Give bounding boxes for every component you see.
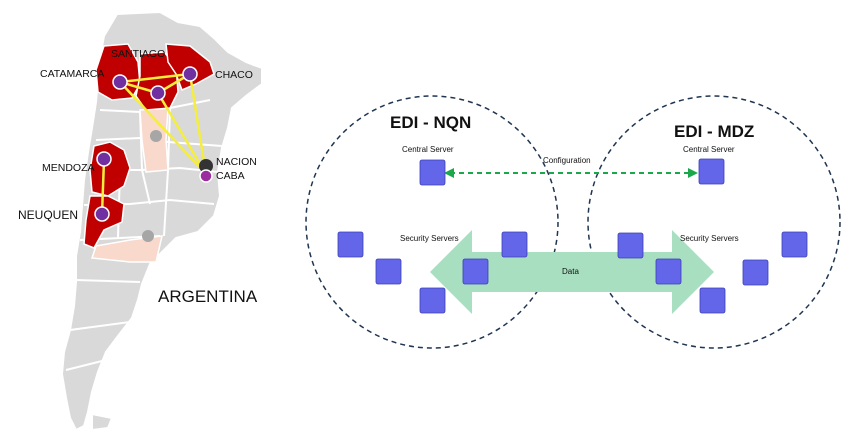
santiago-node (150, 85, 166, 101)
configuration-arrow (444, 168, 698, 178)
security-servers-label-nqn: Security Servers (400, 234, 459, 243)
security-server-nqn (462, 258, 489, 285)
inactive-node (150, 130, 162, 142)
label-catamarca: CATAMARCA (40, 68, 104, 80)
province-catamarca-shape (95, 43, 141, 101)
security-server-nqn (419, 287, 446, 314)
security-server-mdz (655, 258, 682, 285)
security-server-nqn (337, 231, 364, 258)
label-argentina: ARGENTINA (158, 287, 258, 306)
inactive-node (142, 230, 154, 242)
security-server-nqn (501, 231, 528, 258)
label-mendoza: MENDOZA (42, 162, 95, 174)
security-server-nqn (375, 258, 402, 285)
label-neuquen: NEUQUEN (18, 208, 78, 222)
caba-node (199, 169, 213, 183)
configuration-label: Configuration (543, 156, 591, 165)
cluster-mdz-boundary (587, 95, 841, 349)
cluster-nqn-title: EDI - NQN (390, 113, 471, 132)
central-server-nqn (419, 159, 446, 186)
tierra-del-fuego (91, 412, 114, 432)
argentina-map: SANTIAGO CATAMARCA CHACO MENDOZA NEUQUEN… (18, 10, 263, 432)
security-server-mdz (699, 287, 726, 314)
security-servers-label-mdz: Security Servers (680, 234, 739, 243)
label-nacion: NACION (216, 156, 257, 168)
data-arrow (430, 230, 714, 314)
security-server-mdz (742, 259, 769, 286)
mendoza-node (96, 151, 112, 167)
data-label: Data (562, 267, 579, 276)
cluster-nqn-boundary (305, 95, 559, 349)
network-diagram: EDI - NQN EDI - MDZ Central Server Centr… (305, 95, 841, 349)
label-chaco: CHACO (215, 69, 253, 81)
argentina-landmass (60, 10, 263, 432)
central-server-mdz (698, 158, 725, 185)
central-server-label-mdz: Central Server (683, 145, 735, 154)
security-server-mdz (617, 232, 644, 259)
central-server-label-nqn: Central Server (402, 145, 454, 154)
la-pampa-region (90, 235, 163, 263)
label-santiago: SANTIAGO (111, 48, 165, 60)
security-server-mdz (781, 231, 808, 258)
province-neuquen-shape (83, 195, 125, 249)
catamarca-node (112, 74, 128, 90)
chaco-node (182, 66, 198, 82)
label-caba: CABA (216, 170, 245, 182)
neuquen-node (94, 206, 110, 222)
cluster-mdz-title: EDI - MDZ (674, 122, 754, 141)
nacion-node (199, 159, 213, 173)
